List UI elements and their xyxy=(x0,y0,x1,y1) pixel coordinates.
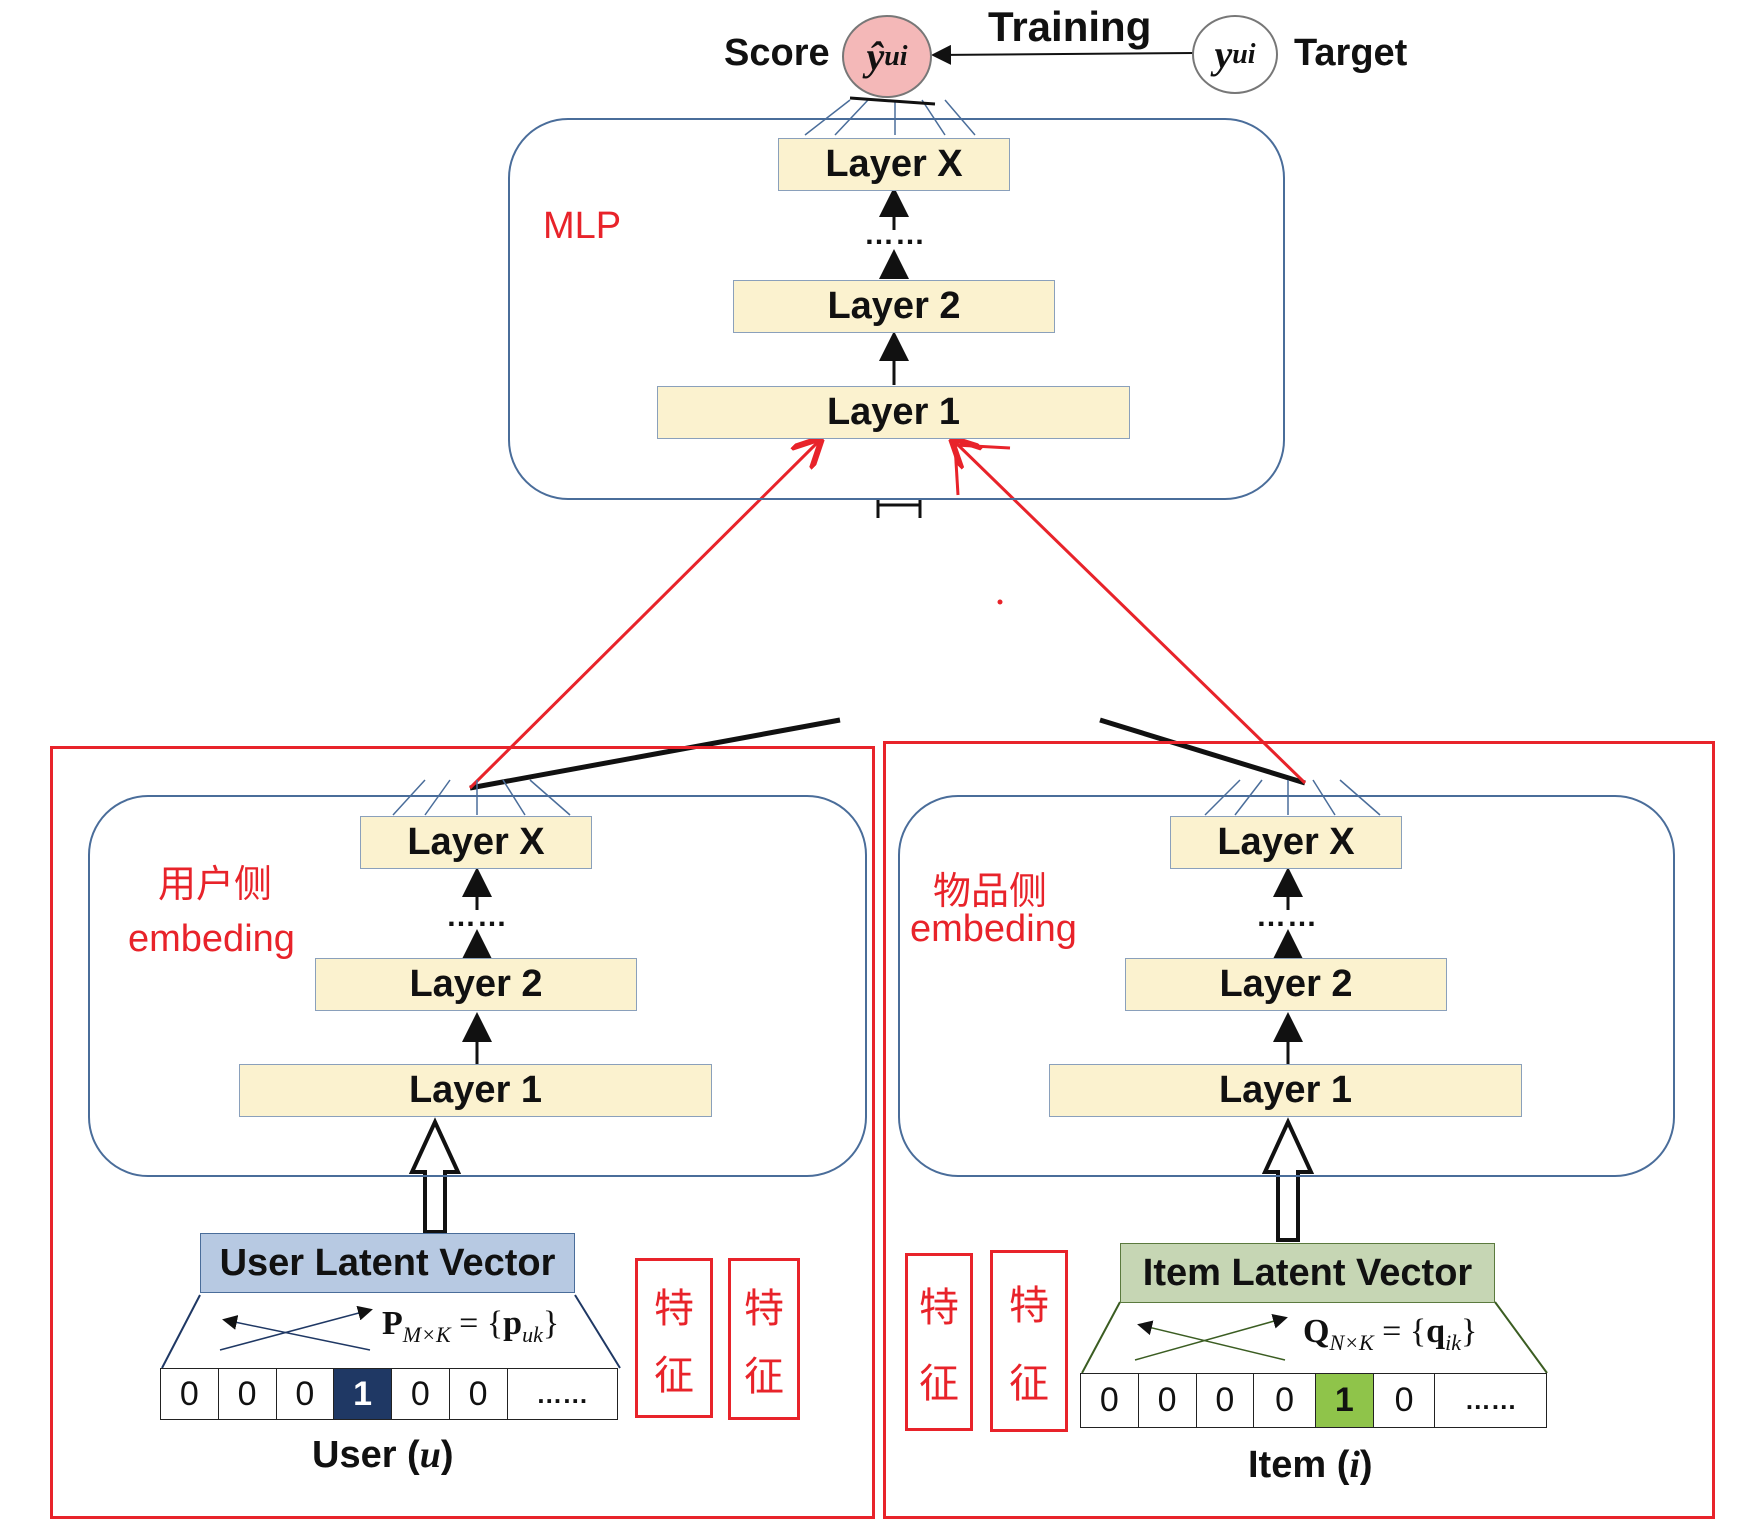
item-feature-box-1: 特 征 xyxy=(905,1253,973,1431)
user-onehot-vector: 0 0 0 1 0 0 …… xyxy=(160,1368,618,1420)
item-layer-1: Layer 1 xyxy=(1049,1064,1522,1117)
user-matrix-symbol: P xyxy=(382,1305,403,1342)
target-symbol: y xyxy=(1214,32,1233,77)
item-matrix-formula: QN×K = {qik} xyxy=(1303,1313,1477,1356)
item-onehot-cell: 0 xyxy=(1254,1374,1316,1427)
item-onehot-cell-active: 1 xyxy=(1315,1374,1374,1427)
user-feature-box-2: 特 征 xyxy=(728,1258,800,1420)
user-matrix-close: } xyxy=(542,1305,560,1342)
user-onehot-more: …… xyxy=(536,1378,589,1409)
item-feature-char: 征 xyxy=(919,1362,959,1406)
item-ellipsis: …… xyxy=(1256,900,1318,933)
training-label: Training xyxy=(988,3,1152,50)
user-onehot-cell-active: 1 xyxy=(334,1369,392,1419)
item-caption-close: ) xyxy=(1359,1444,1373,1486)
user-caption-text: User ( xyxy=(312,1434,420,1476)
user-onehot-cell: 0 xyxy=(161,1369,219,1419)
user-onehot-cell: 0 xyxy=(450,1369,508,1419)
prediction-subscript: ui xyxy=(884,40,908,72)
item-feature-char: 征 xyxy=(1009,1362,1049,1406)
item-onehot-cell: 0 xyxy=(1081,1374,1139,1427)
item-latent-vector: Item Latent Vector xyxy=(1120,1243,1495,1303)
prediction-symbol: ŷ xyxy=(866,34,885,79)
user-feature-char: 特 xyxy=(744,1287,784,1331)
item-feature-char: 特 xyxy=(1009,1284,1049,1328)
item-onehot-cell: 0 xyxy=(1374,1374,1436,1427)
item-tower-label-line1: 物品侧 xyxy=(933,871,1048,913)
item-matrix-sub: N×K xyxy=(1329,1329,1374,1355)
user-ellipsis: …… xyxy=(446,900,508,933)
user-caption: User (u) xyxy=(312,1433,454,1477)
user-tower-label-line2: embeding xyxy=(128,918,295,960)
user-tower-panel xyxy=(88,795,867,1177)
item-matrix-close: } xyxy=(1460,1313,1478,1350)
user-matrix-sub: M×K xyxy=(402,1321,451,1347)
mlp-label: MLP xyxy=(543,205,622,247)
user-latent-vector: User Latent Vector xyxy=(200,1233,575,1293)
item-tower-panel xyxy=(898,795,1675,1177)
item-tower-label-line2: embeding xyxy=(910,908,1077,950)
user-matrix-eq: = { xyxy=(450,1305,504,1342)
user-matrix-elem: p xyxy=(503,1305,523,1342)
user-feature-char: 特 xyxy=(654,1286,694,1331)
mlp-layer-1: Layer 1 xyxy=(657,386,1130,439)
item-side-frame xyxy=(883,741,1715,1519)
user-feature-char: 征 xyxy=(744,1355,784,1399)
mlp-ellipsis: …… xyxy=(864,218,926,251)
item-matrix-elem: q xyxy=(1426,1313,1446,1350)
user-matrix-formula: PM×K = {puk} xyxy=(382,1305,559,1348)
user-side-frame xyxy=(50,746,875,1519)
item-onehot-cell: 0 xyxy=(1197,1374,1255,1427)
item-caption-text: Item ( xyxy=(1248,1444,1350,1486)
item-onehot-vector: 0 0 0 0 1 0 …… xyxy=(1080,1373,1547,1428)
user-caption-close: ) xyxy=(440,1434,454,1476)
user-input-arrow xyxy=(408,1117,462,1234)
user-tower-label-line1: 用户侧 xyxy=(158,864,273,906)
user-onehot-cell: 0 xyxy=(277,1369,335,1419)
item-onehot-more: …… xyxy=(1464,1385,1517,1415)
score-label: Score xyxy=(724,32,830,74)
item-feature-box-2: 特 征 xyxy=(990,1250,1068,1432)
user-feature-box-1: 特 征 xyxy=(635,1258,713,1418)
user-layer-1: Layer 1 xyxy=(239,1064,712,1117)
training-arrow xyxy=(931,44,1196,65)
item-feature-char: 特 xyxy=(919,1286,959,1330)
item-matrix-eq: = { xyxy=(1373,1313,1427,1350)
target-label: Target xyxy=(1294,32,1408,74)
item-input-arrow xyxy=(1261,1117,1315,1242)
mlp-panel xyxy=(508,118,1285,500)
item-matrix-symbol: Q xyxy=(1303,1313,1330,1350)
mlp-layer-x: Layer X xyxy=(778,138,1010,191)
item-onehot-cell: 0 xyxy=(1139,1374,1197,1427)
item-matrix-elem-sub: ik xyxy=(1445,1329,1461,1355)
user-caption-var: u xyxy=(419,1434,441,1476)
item-caption: Item (i) xyxy=(1248,1443,1373,1487)
item-caption-var: i xyxy=(1349,1444,1360,1486)
user-matrix-elem-sub: uk xyxy=(522,1321,543,1347)
mlp-output-fan xyxy=(804,99,976,136)
mlp-layer-2: Layer 2 xyxy=(733,280,1055,333)
item-layer-2: Layer 2 xyxy=(1125,958,1447,1011)
user-onehot-cell: 0 xyxy=(392,1369,450,1419)
user-onehot-cell: 0 xyxy=(219,1369,277,1419)
user-feature-char: 征 xyxy=(654,1353,694,1398)
item-layer-x: Layer X xyxy=(1170,816,1402,869)
user-layer-x: Layer X xyxy=(360,816,592,869)
target-subscript: ui xyxy=(1232,38,1256,70)
user-layer-2: Layer 2 xyxy=(315,958,637,1011)
